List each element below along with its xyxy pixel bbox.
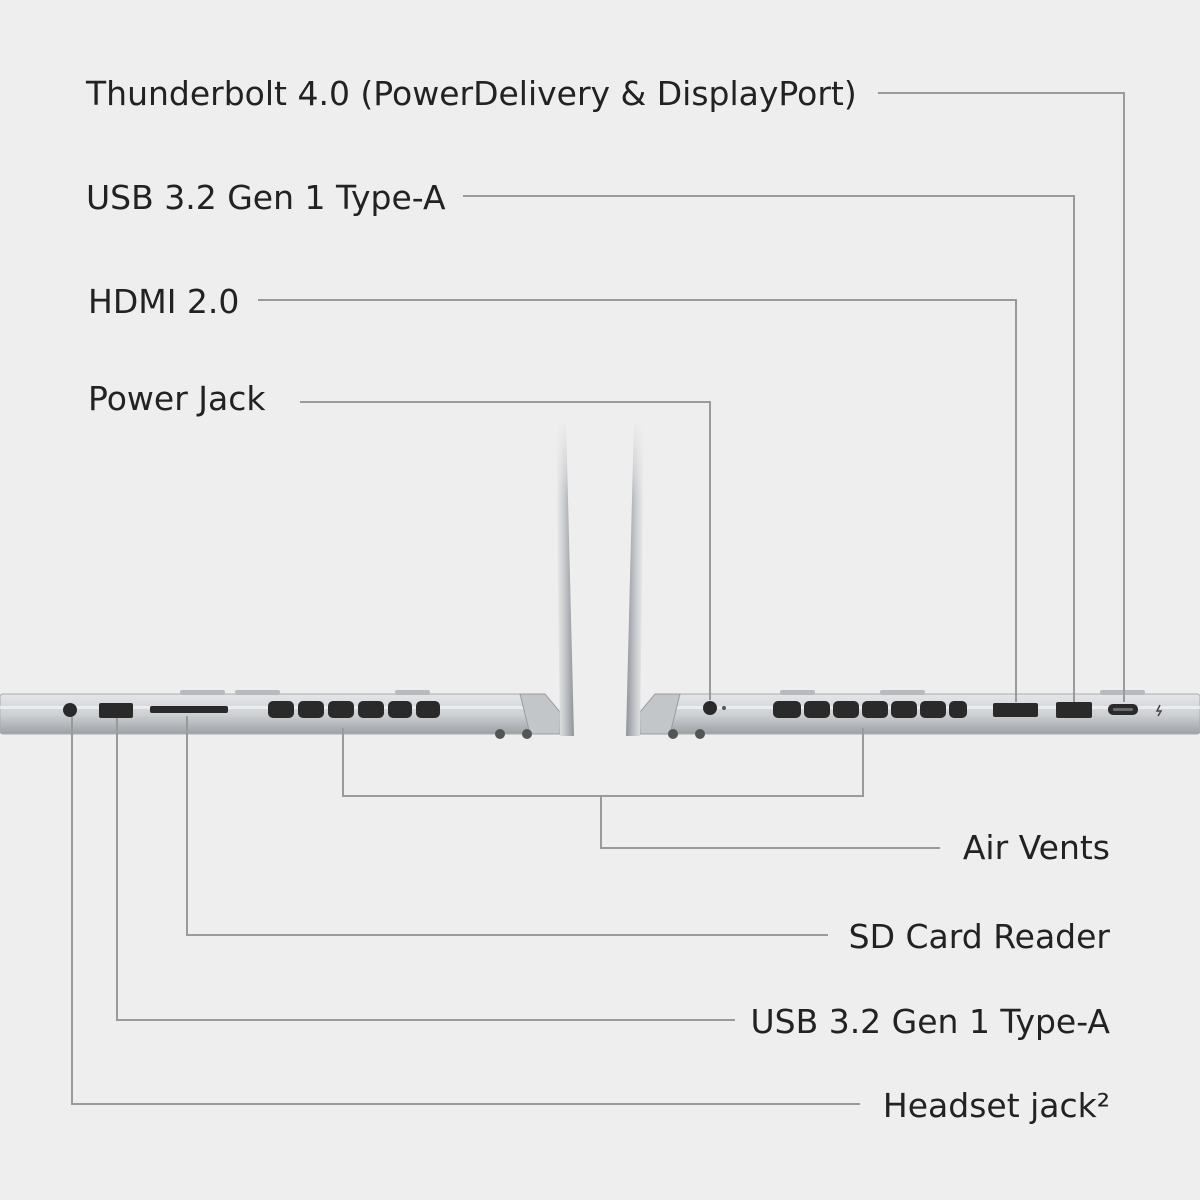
laptop-right-side-icon [620, 420, 1200, 739]
power-jack-label: Power Jack [88, 379, 266, 418]
usb-a-right-port [1056, 702, 1092, 718]
leader-headset [71, 717, 860, 1105]
air-vents-right [773, 701, 967, 718]
thunderbolt-label: Thunderbolt 4.0 (PowerDelivery & Display… [86, 74, 857, 113]
sd-card-slot [150, 706, 228, 713]
leader-hdmi [258, 299, 1017, 702]
headset-jack-left-port [63, 703, 77, 717]
hdmi-label: HDMI 2.0 [88, 282, 240, 321]
leader-power-jack [300, 401, 711, 700]
power-jack-port [703, 701, 717, 715]
hdmi-port [993, 703, 1038, 717]
headset-jack-label: Headset jack² [882, 1086, 1110, 1125]
leader-air-vents-bracket [342, 728, 864, 797]
leader-sd-card [186, 716, 828, 936]
leader-usb-left [116, 718, 735, 1021]
leader-lines [71, 92, 1125, 1105]
leader-thunderbolt [878, 92, 1125, 702]
air-vents-label: Air Vents [962, 828, 1110, 867]
laptop-left-side-icon [0, 420, 580, 739]
usb-right-label: USB 3.2 Gen 1 Type-A [86, 178, 446, 217]
usb-left-label: USB 3.2 Gen 1 Type-A [750, 1002, 1110, 1041]
leader-usb-right [463, 195, 1075, 702]
air-vents-left [268, 701, 440, 718]
leader-air-vents [600, 796, 940, 849]
usb-a-left-port [99, 703, 133, 718]
sd-card-reader-label: SD Card Reader [848, 917, 1110, 956]
